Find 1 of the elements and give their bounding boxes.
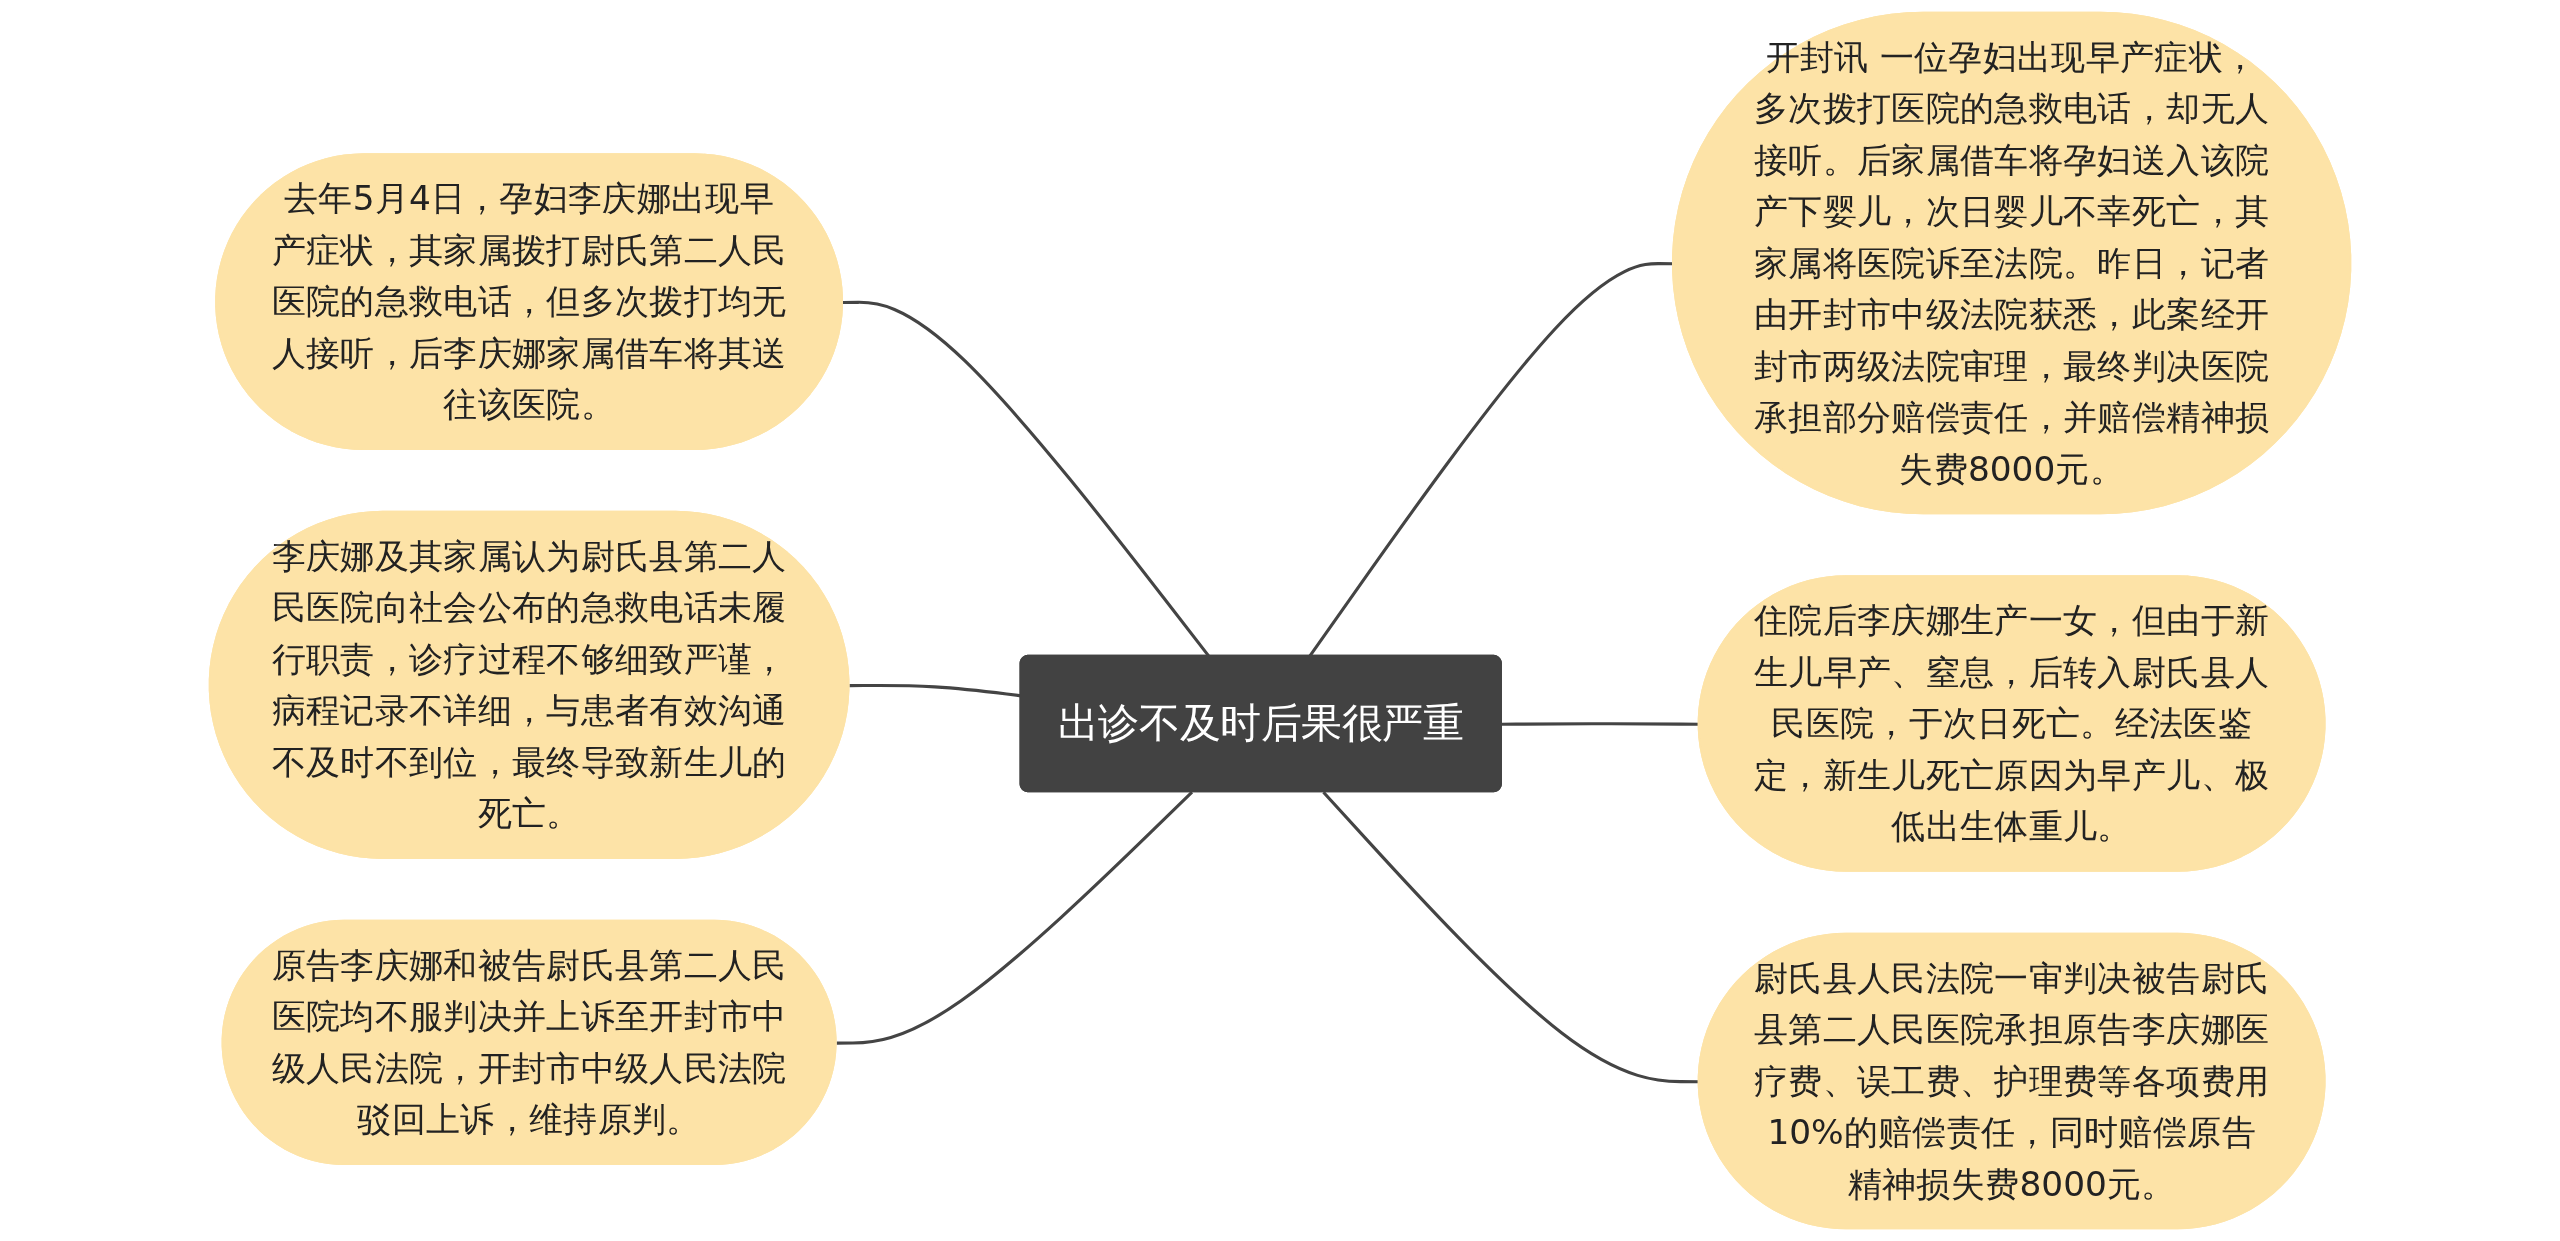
connector — [836, 791, 1194, 1045]
